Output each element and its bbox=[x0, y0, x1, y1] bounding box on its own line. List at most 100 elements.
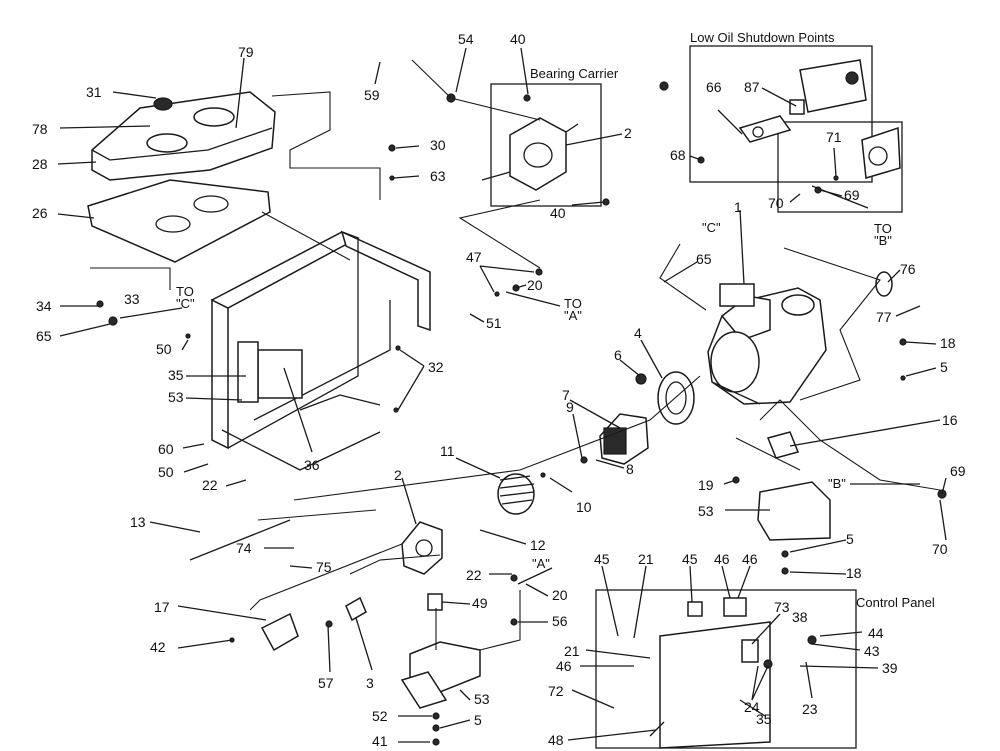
engine bbox=[707, 283, 827, 405]
part-label: 20 bbox=[527, 277, 543, 293]
part-label: 13 bbox=[130, 514, 146, 530]
part-label: 31 bbox=[86, 84, 102, 100]
bracket-16 bbox=[766, 431, 800, 459]
part-label: 53 bbox=[474, 691, 490, 707]
part-label: 75 bbox=[316, 559, 332, 575]
ref-to-b: TO"B" bbox=[874, 221, 892, 248]
part-label: 6 bbox=[614, 347, 622, 363]
rectifier-bracket bbox=[345, 596, 367, 622]
part-label: 24 bbox=[744, 699, 760, 715]
part-label: 49 bbox=[472, 595, 488, 611]
part-label: 74 bbox=[236, 540, 252, 556]
part-label: 66 bbox=[706, 79, 722, 95]
part-label: 78 bbox=[32, 121, 48, 137]
part-label: 4 bbox=[634, 325, 642, 341]
part-label: 46 bbox=[556, 658, 572, 674]
part-label: 39 bbox=[882, 660, 898, 676]
part-label: 77 bbox=[876, 309, 892, 325]
part-label: 65 bbox=[696, 251, 712, 267]
part-label: 50 bbox=[158, 464, 174, 480]
fuel-tank bbox=[91, 91, 276, 181]
part-label: 65 bbox=[36, 328, 52, 344]
part-label: 50 bbox=[156, 341, 172, 357]
part-label: 40 bbox=[510, 31, 526, 47]
stator-assembly bbox=[599, 413, 649, 465]
part-label: 46 bbox=[714, 551, 730, 567]
part-label: 48 bbox=[548, 732, 564, 748]
front-foot bbox=[400, 641, 481, 709]
part-label: 5 bbox=[846, 531, 854, 547]
part-label: 45 bbox=[682, 551, 698, 567]
part-label: 35 bbox=[756, 711, 772, 727]
part-label: 59 bbox=[364, 87, 380, 103]
part-label: 46 bbox=[742, 551, 758, 567]
part-label: 5 bbox=[474, 712, 482, 728]
tank-shroud-plate bbox=[87, 179, 271, 263]
part-label: 71 bbox=[826, 129, 842, 145]
part-label: 20 bbox=[552, 587, 568, 603]
connection-lines bbox=[90, 59, 941, 651]
part-label: 52 bbox=[372, 708, 388, 724]
part-label: 87 bbox=[744, 79, 760, 95]
part-label: 53 bbox=[698, 503, 714, 519]
part-label: 53 bbox=[168, 389, 184, 405]
part-label: 68 bbox=[670, 147, 686, 163]
bearing-carrier-box bbox=[481, 83, 602, 207]
part-label: 69 bbox=[844, 187, 860, 203]
ref-to-c: TO"C" bbox=[176, 284, 195, 311]
ref-b: "B" bbox=[828, 476, 846, 491]
part-label: 3 bbox=[366, 675, 374, 691]
part-label: 60 bbox=[158, 441, 174, 457]
part-label: 2 bbox=[394, 467, 402, 483]
rear-cover-plate bbox=[260, 612, 299, 652]
part-label: 34 bbox=[36, 298, 52, 314]
engine-adapter bbox=[657, 371, 695, 425]
part-label: 35 bbox=[168, 367, 184, 383]
part-label: 32 bbox=[428, 359, 444, 375]
part-label: 22 bbox=[466, 567, 482, 583]
ref-a: "A" bbox=[532, 556, 550, 571]
part-label: 30 bbox=[430, 137, 446, 153]
rear-foot bbox=[757, 481, 831, 541]
part-label: 18 bbox=[940, 335, 956, 351]
part-label: 36 bbox=[304, 457, 320, 473]
part-label: 26 bbox=[32, 205, 48, 221]
caption-bearing-carrier: Bearing Carrier bbox=[530, 66, 619, 81]
part-label: 9 bbox=[566, 399, 574, 415]
part-label: 72 bbox=[548, 683, 564, 699]
part-label: 21 bbox=[564, 643, 580, 659]
part-label: 51 bbox=[486, 315, 502, 331]
part-label: 22 bbox=[202, 477, 218, 493]
part-label: 47 bbox=[466, 249, 482, 265]
part-label: 56 bbox=[552, 613, 568, 629]
part-label: 19 bbox=[698, 477, 714, 493]
ref-c: "C" bbox=[702, 220, 721, 235]
part-label: 2 bbox=[624, 125, 632, 141]
hardware-items bbox=[96, 81, 947, 746]
caption-control-panel: Control Panel bbox=[856, 595, 935, 610]
part-labels: 31 79 78 28 26 34 33 65 50 35 53 60 50 2… bbox=[32, 31, 966, 749]
part-label: 10 bbox=[576, 499, 592, 515]
caption-low-oil-shutdown: Low Oil Shutdown Points bbox=[690, 30, 835, 45]
part-label: 12 bbox=[530, 537, 546, 553]
part-label: 7 bbox=[562, 387, 570, 403]
part-label: 17 bbox=[154, 599, 170, 615]
part-label: 33 bbox=[124, 291, 140, 307]
part-label: 73 bbox=[774, 599, 790, 615]
part-label: 5 bbox=[940, 359, 948, 375]
rotor-assembly bbox=[497, 473, 535, 515]
part-label: 54 bbox=[458, 31, 474, 47]
part-label: 76 bbox=[900, 261, 916, 277]
part-label: 69 bbox=[950, 463, 966, 479]
part-label: 40 bbox=[550, 205, 566, 221]
bracket-76 bbox=[875, 271, 893, 297]
isolator-mount bbox=[427, 593, 443, 611]
end-bell bbox=[401, 521, 443, 575]
part-label: 42 bbox=[150, 639, 166, 655]
part-label: 18 bbox=[846, 565, 862, 581]
part-label: 57 bbox=[318, 675, 334, 691]
part-label: 45 bbox=[594, 551, 610, 567]
tubular-frame bbox=[210, 230, 431, 471]
part-label: 63 bbox=[430, 168, 446, 184]
